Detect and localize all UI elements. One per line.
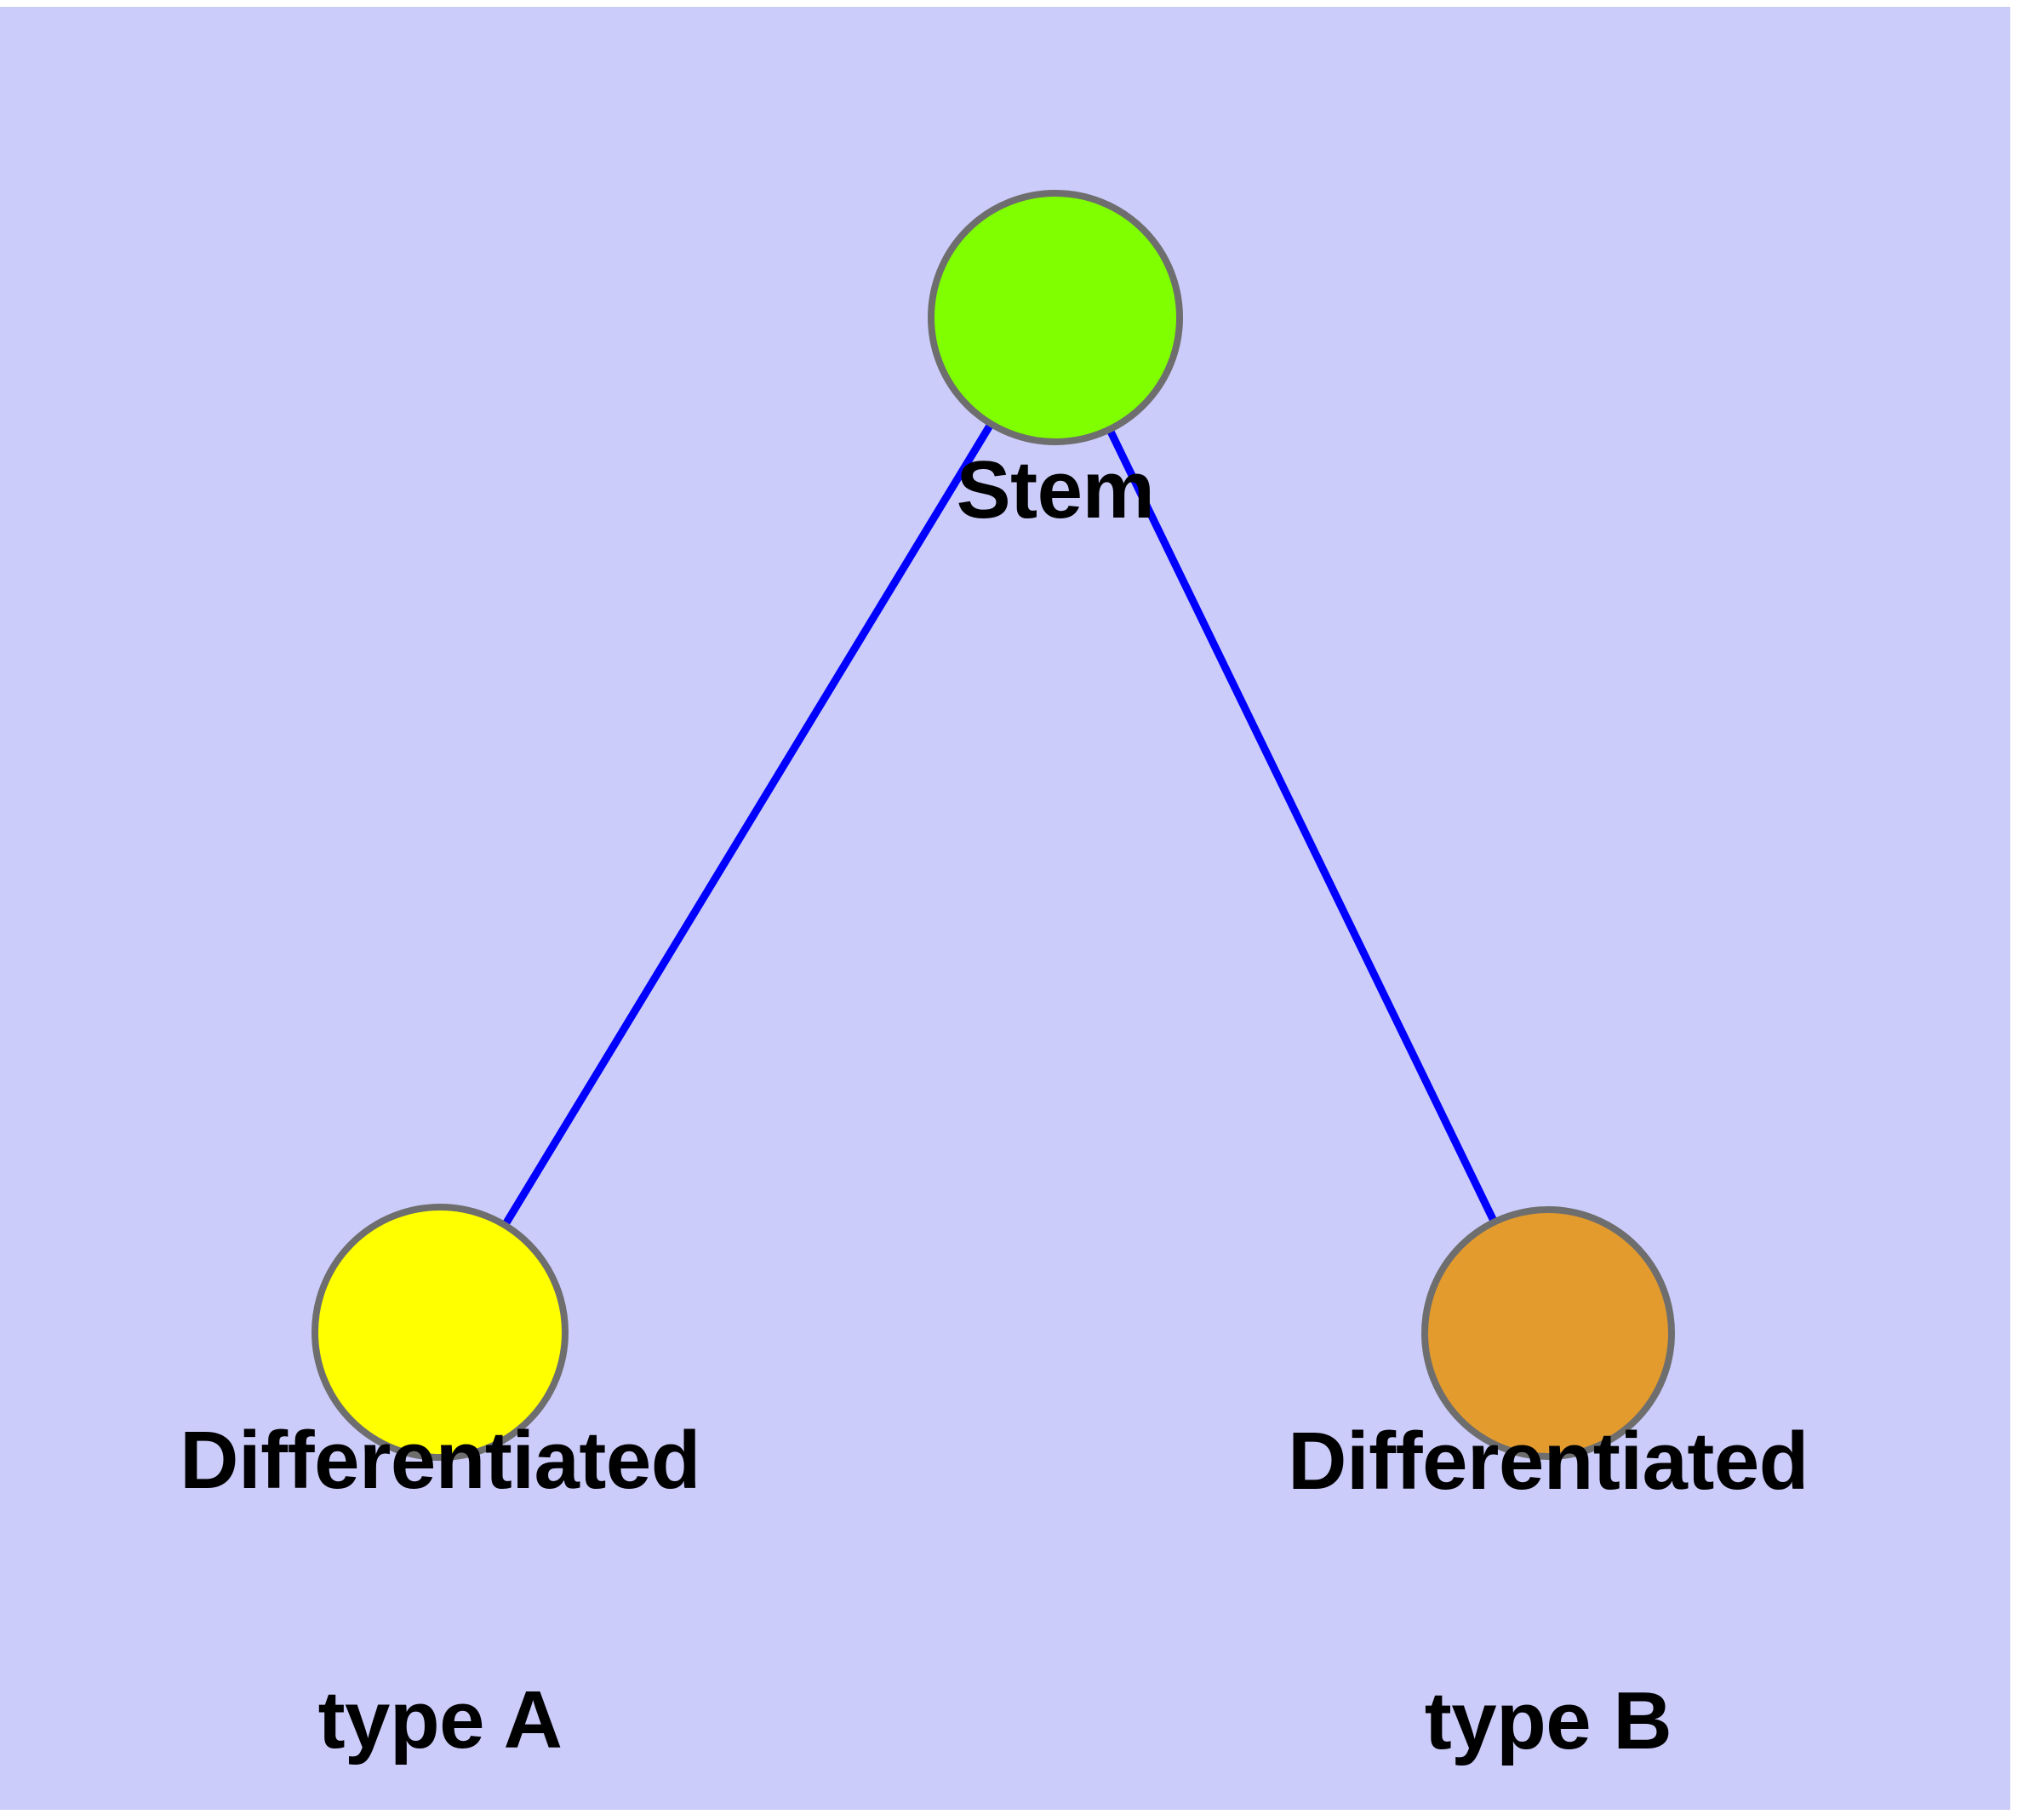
cell-differentiation-graph bbox=[311, 190, 1675, 1461]
node-differentiated-type-b-circle[interactable] bbox=[1421, 1206, 1675, 1460]
edge-stem-to-differentiated-type-a[interactable] bbox=[437, 315, 1059, 1335]
diagram-plot-area: Stem Differentiated type A Differentiate… bbox=[0, 7, 2010, 1810]
node-stem-circle[interactable] bbox=[928, 190, 1183, 445]
edge-stem-to-differentiated-type-b[interactable] bbox=[1051, 316, 1552, 1335]
node-differentiated-type-a-circle[interactable] bbox=[311, 1204, 569, 1461]
node-layer bbox=[311, 190, 1675, 1461]
edge-layer bbox=[437, 315, 1552, 1335]
